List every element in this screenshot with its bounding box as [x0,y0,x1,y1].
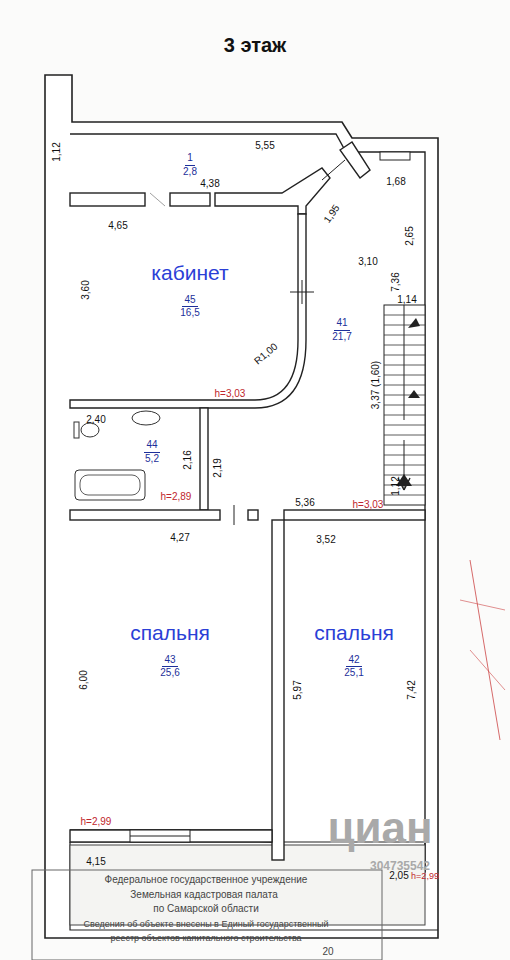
room-area: 25,1 [344,667,363,680]
room-name: спальня [314,620,394,645]
dimension-label: 7,42 [407,680,417,699]
ceiling-height: h=2,99 [81,817,112,827]
room-name: кабинет [151,260,228,285]
room-area: 5,2 [145,453,159,466]
bathtub [75,470,145,500]
dimension-label: 5,97 [293,680,303,699]
dimension-label: 1,14 [397,295,416,305]
dimension-label: 5,55 [255,141,274,151]
room-number: 43 [162,654,177,668]
dimension-label: 2,40 [86,415,105,425]
toilet [81,423,99,437]
room-area: 2,8 [183,166,197,179]
room: спальня 4225,1 [289,605,419,695]
dimension-label: 2,65 [405,226,415,245]
partition-wall [70,830,272,842]
ceiling-height: h=3,03 [215,389,246,399]
dimension-label: 4,65 [108,221,127,231]
room-number: 42 [346,654,361,668]
room-area: 16,5 [180,307,199,320]
dimension-label: 3,37 (1,60) [371,361,381,409]
stamp-text: реестр объектов капитального строительст… [110,934,301,943]
balcony-outline [70,842,438,930]
room: спальня 4325,6 [80,605,260,695]
dimension-label: 4,38 [200,179,219,189]
stamp-frame [32,870,382,960]
dimension-label: 4,27 [170,533,189,543]
stamp-text: Сведения об объекте внесены в Единый гос… [84,920,329,929]
ceiling-height: h=2,89 [161,492,192,502]
room: 445,2 [127,431,177,473]
room: кабинет 4516,5 [100,245,280,335]
ceiling-height: h=2,99 [411,872,439,881]
dimension-label: 1,68 [386,177,405,187]
dimension-label: 6,00 [79,670,89,689]
ceiling-height: h=3,03 [353,500,384,510]
outer-wall [45,75,438,938]
partition-wall [70,510,220,520]
room-number: 1 [185,152,195,166]
room-number: 45 [182,294,197,308]
inner-wall [70,134,425,872]
stamp-text: Федеральное государственное учреждение [105,875,308,885]
dimension-label: 3,60 [81,280,91,299]
partition-wall [200,408,208,510]
curved-wall [70,214,306,408]
room-area: 21,7 [332,331,351,344]
dimension-label: 2,05 [389,871,408,881]
stamp-text: по Самарской области [153,904,258,914]
partition-wall [70,193,145,206]
room-number: 44 [144,439,159,453]
stamp-text: 20 [322,947,333,957]
dimension-label: 2,16 [183,450,193,469]
partition-wall [170,193,210,206]
dimension-label: 1,12 [391,476,401,495]
room-number: 41 [334,317,349,331]
partition-wall [272,520,284,860]
floor-title: 3 этаж [0,34,510,57]
balcony [70,845,425,925]
room-area: 25,6 [160,667,179,680]
dimension-label: 7,36 [391,272,401,291]
watermark: 304735542 [370,860,430,872]
room-name: спальня [130,620,210,645]
dimension-label: 1,12 [52,142,62,161]
dimension-label: 3,10 [358,257,377,267]
watermark: циан [327,806,432,850]
staircase [384,305,425,505]
dimension-label: 2,19 [213,458,223,477]
washbasin [132,411,160,425]
room: 4121,7 [307,309,377,351]
partition-wall [215,168,330,214]
partition-wall [284,510,425,520]
dimension-label: 5,36 [295,498,314,508]
stamp-text: Земельная кадастровая палата [130,890,277,900]
dimension-label: 4,15 [86,857,105,867]
dimension-label: 3,52 [316,535,335,545]
